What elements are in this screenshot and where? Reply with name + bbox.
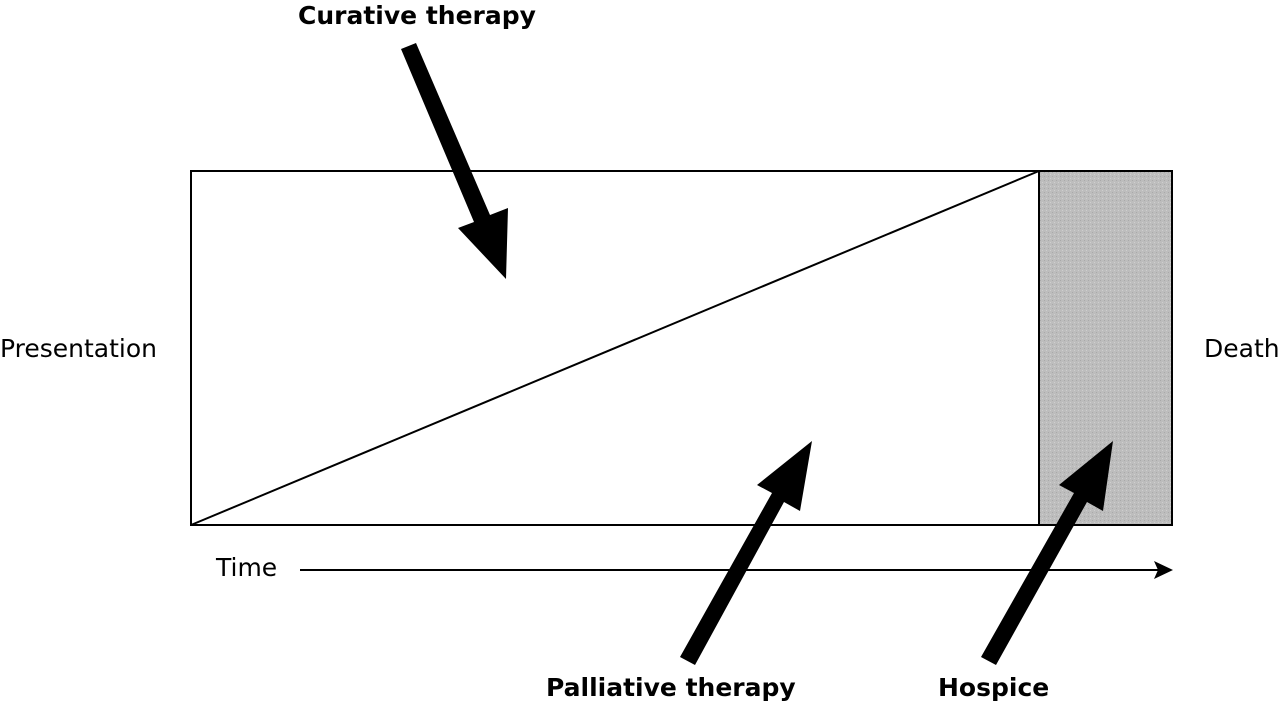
curative-therapy-label: Curative therapy: [298, 1, 536, 30]
time-label: Time: [216, 553, 278, 582]
curative-arrow: [401, 43, 508, 279]
time-axis-arrowhead: [1154, 561, 1173, 579]
therapy-divider-line: [190, 170, 1040, 526]
therapy-box: [190, 170, 1040, 526]
death-label: Death: [1204, 334, 1280, 363]
palliative-therapy-label: Palliative therapy: [546, 673, 796, 702]
palliative-arrow: [680, 441, 812, 665]
hospice-label: Hospice: [938, 673, 1050, 702]
presentation-label: Presentation: [0, 334, 158, 363]
hospice-arrow: [981, 441, 1113, 665]
